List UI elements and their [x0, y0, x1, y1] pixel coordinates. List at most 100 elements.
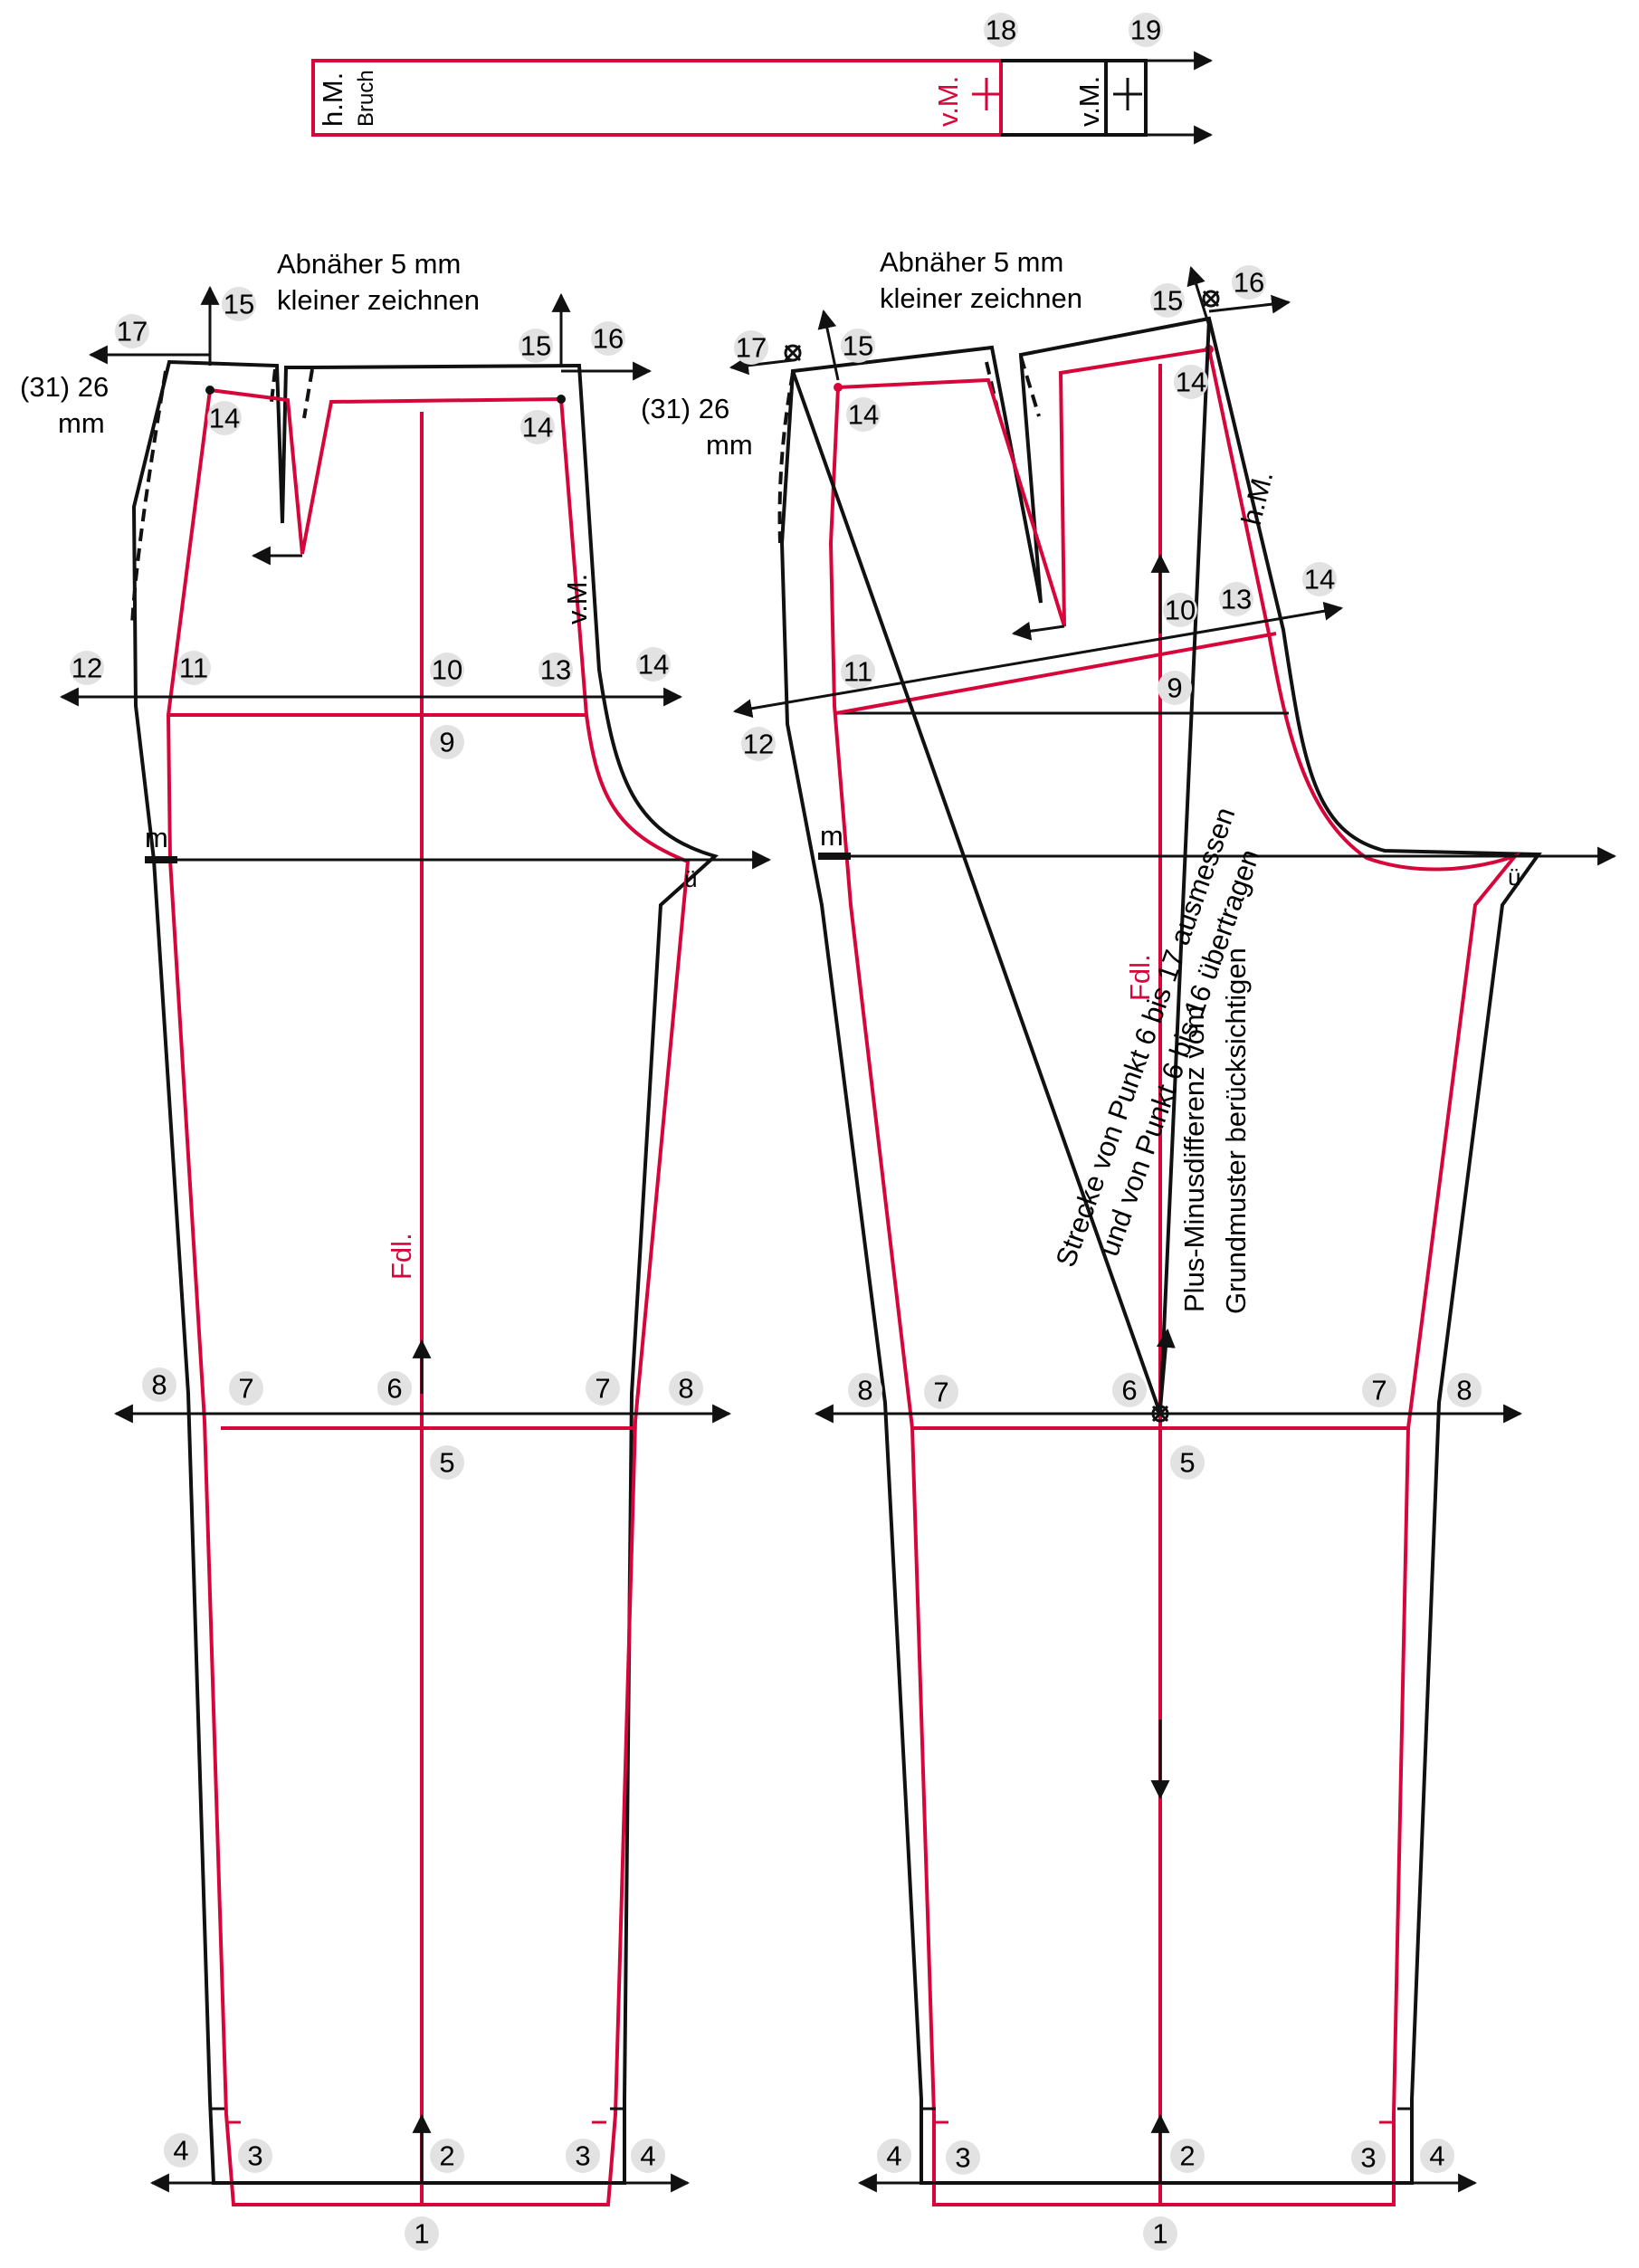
back-point-3-right: 3 [1360, 2142, 1376, 2174]
waistband-label-vm-red: v.M. [932, 76, 964, 127]
front-point-7-left: 7 [238, 1373, 253, 1405]
waistband-vm-black-mark [1113, 78, 1142, 110]
waistband-label-bruch: Bruch [354, 70, 378, 127]
front-point-13: 13 [540, 654, 571, 686]
back-point-8-right: 8 [1456, 1375, 1472, 1406]
front-point-4-right: 4 [640, 2140, 655, 2172]
front-label-u: ü [684, 865, 697, 892]
front-point-1: 1 [414, 2218, 429, 2250]
front-point-17: 17 [117, 316, 148, 348]
waistband-label-vm-black: v.M. [1073, 76, 1105, 127]
front-dashed-side [130, 370, 167, 625]
back-red-outline [828, 347, 1520, 2206]
back-mark-5 [1151, 1405, 1169, 1423]
back-point-10: 10 [1165, 595, 1196, 626]
waistband-piece: h.M. Bruch v.M. v.M. 18 19 [311, 13, 1214, 145]
back-trouser-piece: Abnäher 5 mm kleiner zeichnen (31) 26 mm… [641, 246, 1617, 2251]
front-note-line2: kleiner zeichnen [277, 284, 480, 316]
front-point-16: 16 [593, 323, 624, 355]
front-red-outline [166, 387, 691, 2206]
front-point-14: 14 [638, 649, 669, 681]
front-point-9: 9 [439, 727, 454, 758]
back-point-15-left: 15 [843, 330, 873, 362]
front-trouser-piece: Abnäher 5 mm kleiner zeichnen (31) 26 mm… [20, 248, 772, 2251]
front-point-14-dot-left [205, 386, 214, 395]
back-point-14: 14 [1304, 564, 1335, 596]
back-mark-16 [1202, 290, 1220, 308]
back-measure-b: mm [706, 429, 753, 461]
back-dashed-side [777, 372, 795, 544]
back-point-15-right: 15 [1152, 285, 1183, 317]
front-point-8-left: 8 [151, 1369, 167, 1401]
back-point-11: 11 [843, 656, 872, 688]
waistband-red-outline [311, 59, 1003, 137]
back-label-m: m [820, 820, 843, 852]
back-point-3-left: 3 [955, 2142, 970, 2174]
back-point-17: 17 [736, 332, 767, 364]
front-point-11: 11 [179, 653, 208, 684]
front-point-14-right: 14 [522, 412, 553, 443]
back-hip-slant-line [732, 601, 1344, 719]
back-diff-note-line1: Plus-Minusdifferenz vom [1178, 1005, 1210, 1312]
back-point-7-right: 7 [1371, 1375, 1386, 1406]
back-diagonal-6-17 [791, 370, 1162, 1415]
back-point-12: 12 [743, 729, 774, 760]
back-note-line2: kleiner zeichnen [880, 282, 1082, 314]
front-point-6: 6 [386, 1373, 402, 1405]
back-point-1: 1 [1152, 2218, 1167, 2250]
front-point-8-right: 8 [678, 1373, 693, 1405]
waistband-point-18: 18 [986, 14, 1016, 46]
front-point-3-right: 3 [575, 2140, 590, 2172]
back-point-4-left: 4 [886, 2140, 901, 2172]
waistband-label-hm: h.M. [317, 72, 348, 127]
front-point-4-left: 4 [173, 2135, 188, 2167]
front-point-15-right: 15 [520, 330, 551, 362]
back-point-14-right: 14 [1176, 367, 1206, 398]
back-measure-a: (31) 26 [641, 393, 729, 424]
back-point-9: 9 [1167, 672, 1182, 704]
back-point-6: 6 [1121, 1375, 1137, 1406]
front-dart-dash-right [302, 368, 314, 419]
back-hip-slant-red [835, 632, 1277, 715]
back-line-15b [1186, 265, 1211, 327]
front-label-m: m [145, 822, 168, 853]
back-point-7-left: 7 [933, 1377, 948, 1408]
front-note-line1: Abnäher 5 mm [277, 248, 461, 280]
front-measure-b: mm [58, 407, 105, 439]
back-diagonal-6-16 [1158, 318, 1211, 1415]
waistband-vm-red-mark [972, 78, 1001, 110]
back-note-line1: Abnäher 5 mm [880, 246, 1063, 278]
front-point-7-right: 7 [595, 1373, 610, 1405]
back-dart-dash-right [1019, 356, 1041, 417]
waistband-point-19: 19 [1130, 14, 1161, 46]
back-label-hm: h.M. [1235, 468, 1280, 529]
back-point-2: 2 [1179, 2140, 1195, 2172]
back-point-4-right: 4 [1429, 2140, 1444, 2172]
front-point-12: 12 [71, 653, 102, 684]
back-dart-arrow [1011, 621, 1065, 641]
front-label-vm: v.M. [561, 574, 593, 624]
back-point-5: 5 [1179, 1447, 1195, 1479]
front-point-10: 10 [432, 654, 462, 686]
back-line-16-arrow [1208, 294, 1291, 314]
front-measure-a: (31) 26 [20, 371, 109, 403]
waistband-extension-outline [1001, 59, 1148, 137]
back-point-14-left: 14 [848, 399, 879, 431]
back-point-13: 13 [1221, 584, 1252, 615]
front-point-14-left: 14 [209, 403, 240, 434]
back-arrow-up-6 [1156, 1328, 1176, 1415]
back-point-8-left: 8 [857, 1375, 872, 1406]
back-point-16: 16 [1234, 267, 1264, 299]
back-mark-17 [784, 344, 802, 362]
front-point-14-dot-right [557, 395, 566, 404]
front-point-5: 5 [439, 1447, 454, 1479]
back-point-14-dot-left [834, 383, 843, 392]
front-label-fdl: Fdl. [386, 1233, 417, 1280]
back-label-fdl: Fdl. [1124, 954, 1156, 1001]
back-diff-note-line2: Grundmuster berücksichtigen [1220, 948, 1252, 1314]
back-label-u: ü [1508, 863, 1520, 891]
back-line-15-vertical [817, 309, 840, 381]
back-diagonal-note-line1: Strecke von Punkt 6 bis 17 ausmessen [1050, 803, 1242, 1271]
